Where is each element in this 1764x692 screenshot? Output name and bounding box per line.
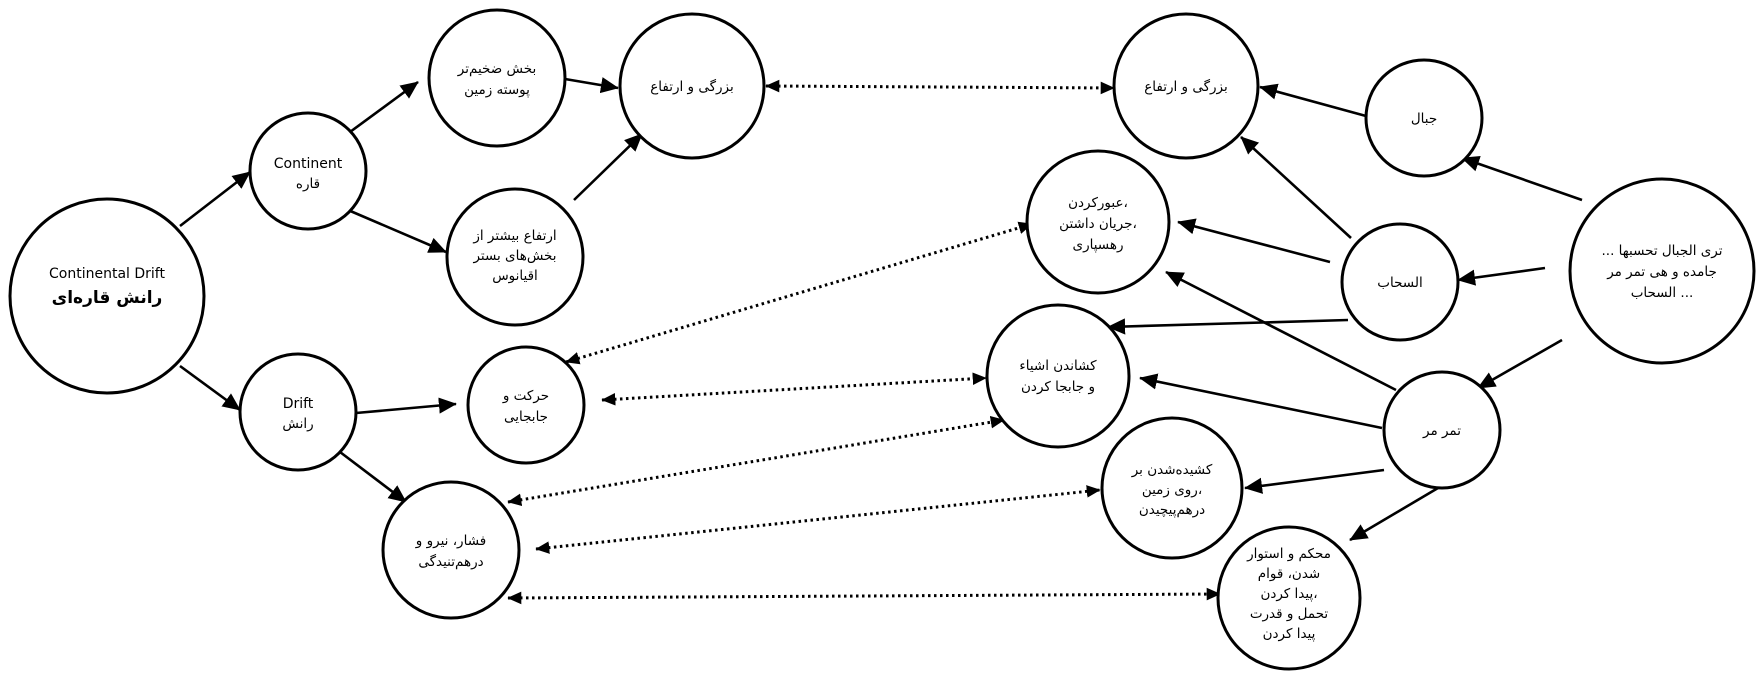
edge-drift-to-continent bbox=[179, 170, 251, 228]
node-thicker-crust: بخش ضخیم‌تر پوسته زمین bbox=[427, 8, 567, 148]
edge-drift-to-drift bbox=[179, 364, 241, 412]
node-pressure-line1: فشار، نیرو و bbox=[415, 533, 486, 549]
node-dragging: کشیده‌شدن بر روی زمین، درهم‌پیچیدن bbox=[1100, 416, 1244, 560]
node-pulling-line2: و جابجا کردن bbox=[1021, 379, 1095, 395]
node-passing: عبورکردن، جریان داشتن، رهسپاری bbox=[1025, 149, 1171, 295]
node-continent: Continent قاره bbox=[248, 111, 368, 231]
edge-tamurru-to-firm bbox=[1349, 486, 1439, 542]
node-jebal: جبال bbox=[1364, 58, 1484, 178]
node-continental-drift: Continental Drift رانش قاره‌ای bbox=[8, 197, 206, 395]
node-pulling-line1: کشاندن اشیاء bbox=[1019, 358, 1097, 374]
node-dragging-line2: روی زمین، bbox=[1142, 482, 1202, 498]
node-passing-line3: رهسپاری bbox=[1073, 237, 1124, 253]
solid-edges bbox=[179, 77, 1583, 542]
node-continental-drift-en: Continental Drift bbox=[49, 266, 165, 282]
edge-continent-to-thicker bbox=[349, 80, 419, 134]
node-higher-line3: اقیانوس bbox=[492, 268, 538, 284]
node-quran-verse: ... تری الجبال تحسبها جامده و هی تمر مر … bbox=[1568, 177, 1756, 365]
edge-drift-to-pressure bbox=[339, 450, 407, 504]
edge-sahab-to-passing bbox=[1177, 218, 1331, 264]
node-higher-line1: ارتفاع بیشتر از bbox=[472, 228, 556, 244]
node-higher-line2: بخش‌های بستر bbox=[472, 248, 556, 264]
edge-sahab-to-pulling bbox=[1107, 318, 1349, 335]
node-firm-line4: تحمل و قدرت bbox=[1250, 606, 1329, 622]
edge-tamurru-to-passing bbox=[1165, 270, 1397, 392]
edge-thicker-to-size bbox=[564, 77, 619, 94]
node-pressure: فشار، نیرو و درهم‌تنیدگی bbox=[381, 480, 521, 620]
link-pressure-firm bbox=[507, 587, 1221, 605]
node-firm-line1: محکم و استوار bbox=[1246, 546, 1331, 562]
node-motion: حرکت و جابجایی bbox=[466, 345, 586, 465]
link-pressure-pulling bbox=[507, 415, 1005, 507]
node-continent-en: Continent bbox=[274, 156, 343, 172]
node-thicker-crust-line2: پوسته زمین bbox=[464, 82, 530, 98]
node-sahab-label: السحاب bbox=[1377, 275, 1422, 291]
node-continental-drift-fa: رانش قاره‌ای bbox=[52, 288, 163, 308]
node-size-height-right: بزرگی و ارتفاع bbox=[1112, 12, 1260, 160]
node-motion-line2: جابجایی bbox=[504, 409, 548, 425]
dotted-edges bbox=[507, 79, 1221, 605]
edge-verse-to-tamurru bbox=[1477, 338, 1563, 390]
edge-jebal-to-size bbox=[1259, 83, 1367, 118]
node-verse-line1: ... تری الجبال تحسبها bbox=[1601, 243, 1722, 259]
node-jebal-label: جبال bbox=[1411, 111, 1437, 127]
node-higher-than-ocean: ارتفاع بیشتر از بخش‌های بستر اقیانوس bbox=[445, 187, 585, 327]
node-verse-line2: جامده و هی تمر مر bbox=[1606, 264, 1717, 280]
node-passing-line1: عبورکردن، bbox=[1068, 195, 1128, 211]
edge-verse-to-sahab bbox=[1457, 266, 1546, 286]
node-tamurru: تمر مر bbox=[1382, 370, 1502, 490]
node-dragging-line3: درهم‌پیچیدن bbox=[1139, 502, 1205, 518]
edge-higher-to-size bbox=[573, 133, 643, 201]
edge-sahab-to-size bbox=[1240, 136, 1352, 239]
node-pulling: کشاندن اشیاء و جابجا کردن bbox=[985, 303, 1131, 449]
edge-verse-to-jebal bbox=[1461, 156, 1583, 202]
node-size-height-left: بزرگی و ارتفاع bbox=[618, 12, 766, 160]
node-continent-fa: قاره bbox=[296, 176, 320, 192]
node-firm: محکم و استوار شدن، قوام پیدا کردن، تحمل … bbox=[1216, 525, 1362, 671]
node-firm-line3: پیدا کردن، bbox=[1260, 586, 1317, 602]
node-dragging-line1: کشیده‌شدن بر bbox=[1131, 462, 1213, 478]
node-size-height-left-label: بزرگی و ارتفاع bbox=[650, 78, 734, 95]
edge-drift-to-motion bbox=[355, 397, 457, 415]
node-verse-line3: السحاب ... bbox=[1631, 285, 1694, 301]
node-drift: Drift رانش bbox=[238, 352, 358, 472]
node-firm-line5: پیدا کردن bbox=[1263, 626, 1316, 642]
link-motion-pulling bbox=[601, 372, 987, 406]
link-motion-passing bbox=[565, 221, 1033, 365]
link-pressure-dragging bbox=[535, 485, 1101, 554]
node-sahab: السحاب bbox=[1340, 222, 1460, 342]
edge-tamurru-to-dragging bbox=[1244, 468, 1385, 494]
node-motion-line1: حرکت و bbox=[502, 388, 549, 404]
link-size-left-size-right bbox=[765, 79, 1115, 95]
node-pressure-line2: درهم‌تنیدگی bbox=[418, 553, 483, 570]
node-firm-line2: شدن، قوام bbox=[1258, 566, 1321, 582]
node-size-height-right-label: بزرگی و ارتفاع bbox=[1144, 78, 1228, 95]
node-drift-fa: رانش bbox=[282, 416, 313, 432]
edge-tamurru-to-pulling bbox=[1139, 373, 1383, 430]
node-tamurru-label: تمر مر bbox=[1422, 423, 1461, 439]
node-passing-line2: جریان داشتن، bbox=[1059, 216, 1137, 232]
edge-continent-to-higher bbox=[347, 208, 447, 254]
node-drift-en: Drift bbox=[283, 396, 314, 412]
node-thicker-crust-line1: بخش ضخیم‌تر bbox=[457, 61, 536, 77]
